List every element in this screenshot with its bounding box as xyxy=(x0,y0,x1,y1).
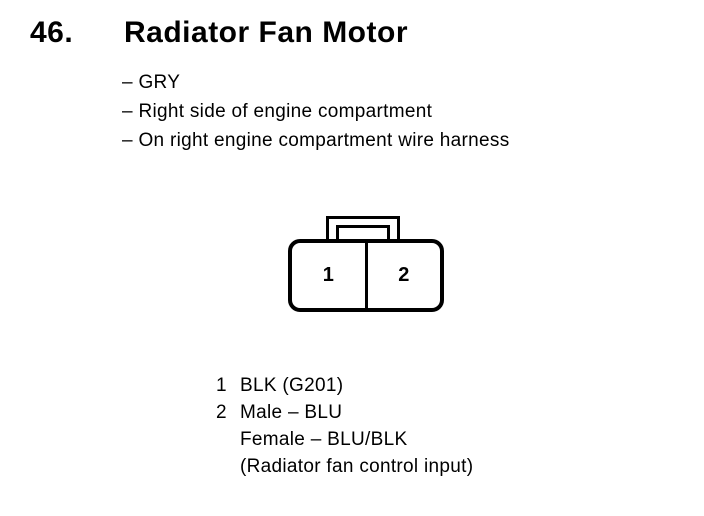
item-number: 46. xyxy=(30,16,74,49)
legend-pin-number xyxy=(216,453,240,480)
legend-pin-number xyxy=(216,426,240,453)
connector-lock-tab-inner xyxy=(336,225,390,242)
connector-diagram: 1 2 xyxy=(288,216,444,312)
legend-pin-description: Male – BLU xyxy=(240,402,343,423)
detail-location: – Right side of engine compartment xyxy=(122,101,433,122)
connector-pin-1: 1 xyxy=(292,243,368,308)
connector-pin-2: 2 xyxy=(398,264,410,286)
legend-pin-description: BLK (G201) xyxy=(240,375,344,396)
legend-row-pin-2-female: Female – BLU/BLK xyxy=(216,426,473,453)
legend-pin-number: 2 xyxy=(216,402,227,423)
detail-wire-color: – GRY xyxy=(122,72,181,93)
legend-pin-number: 1 xyxy=(216,375,227,396)
detail-harness: – On right engine compartment wire harne… xyxy=(122,130,510,151)
legend-row-pin-2-note: (Radiator fan control input) xyxy=(216,453,473,480)
legend-row-pin-1: 1 BLK (G201) xyxy=(216,372,473,399)
detail-list: – GRY – Right side of engine compartment… xyxy=(122,68,510,155)
connector-body: 1 2 xyxy=(288,239,444,312)
legend-pin-description: Female – BLU/BLK xyxy=(240,429,408,450)
pin-legend: 1 BLK (G201) 2 Male – BLU Female – BLU/B… xyxy=(216,372,473,480)
connector-lock-tab xyxy=(326,216,400,242)
legend-row-pin-2: 2 Male – BLU xyxy=(216,399,473,426)
legend-pin-description: (Radiator fan control input) xyxy=(240,456,474,477)
page-title: Radiator Fan Motor xyxy=(124,16,408,49)
